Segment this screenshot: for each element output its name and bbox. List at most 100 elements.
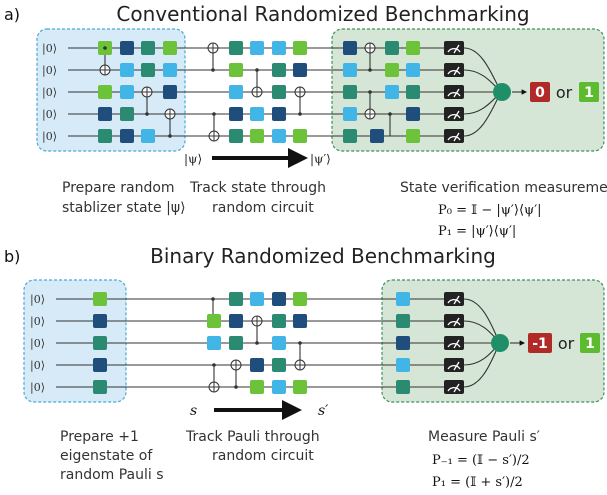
- input-ket: |0⟩: [42, 108, 57, 122]
- gate: [98, 85, 112, 99]
- gate: [250, 107, 264, 121]
- meter-icon: [444, 107, 464, 121]
- gate: [229, 41, 243, 55]
- gate: [120, 107, 134, 121]
- gate: [272, 107, 286, 121]
- input-ket: |0⟩: [30, 359, 45, 373]
- symbol-s: s: [190, 403, 197, 419]
- gate: [272, 63, 286, 77]
- caption-track-line2: random circuit: [212, 448, 314, 464]
- gate: [93, 292, 107, 306]
- gate: [385, 85, 399, 99]
- gate: [229, 107, 243, 121]
- gate: [141, 129, 155, 143]
- projector-p1: P₁ = |ψ′⟩⟨ψ′|: [438, 224, 516, 239]
- gate: [385, 41, 399, 55]
- gate: [229, 336, 243, 350]
- caption-prepare-line3: random Pauli s: [60, 467, 164, 483]
- meter-icon: [444, 358, 464, 372]
- panel-a: a) Conventional Randomized Benchmarking …: [4, 2, 607, 239]
- cnot-control: [368, 68, 372, 72]
- cnot-control: [234, 385, 238, 389]
- input-ket: |0⟩: [42, 86, 57, 100]
- meter-icon: [444, 85, 464, 99]
- outcome-minus1-label: -1: [532, 336, 548, 352]
- outcome-1-badge: [579, 82, 599, 102]
- cnot-control: [298, 341, 302, 345]
- measurement-meters: [444, 292, 464, 394]
- gate: [229, 63, 243, 77]
- gate: [272, 85, 286, 99]
- input-ket: |0⟩: [42, 42, 57, 56]
- gate: [343, 129, 357, 143]
- gate: [406, 129, 420, 143]
- gate: [396, 314, 410, 328]
- gate: [406, 107, 420, 121]
- caption-track-line2: random circuit: [212, 200, 314, 216]
- gate: [250, 41, 264, 55]
- gate: [272, 358, 286, 372]
- gate: [293, 129, 307, 143]
- cnot-control: [212, 363, 216, 367]
- input-kets: |0⟩ |0⟩ |0⟩ |0⟩ |0⟩: [42, 42, 57, 144]
- gate: [293, 380, 307, 394]
- gate: [343, 107, 357, 121]
- cnot-control: [145, 112, 149, 116]
- projector-pminus: P₋₁ = (𝕀 − s′)/2: [432, 453, 530, 468]
- gate: [272, 314, 286, 328]
- meter-icon: [444, 314, 464, 328]
- gate: [272, 380, 286, 394]
- outcome-1-label: 1: [585, 336, 595, 352]
- cnot-nodes: [99, 42, 392, 142]
- symbol-s-prime: s′: [318, 403, 329, 419]
- cnot-control: [255, 341, 259, 345]
- ket-psi: |ψ⟩: [184, 152, 202, 166]
- panel-b-title: Binary Randomized Benchmarking: [150, 244, 496, 268]
- gate-blocks: [98, 41, 420, 143]
- input-ket: |0⟩: [30, 293, 45, 307]
- outcome-1-label: 1: [584, 85, 594, 101]
- meter-icon: [444, 292, 464, 306]
- gate: [272, 129, 286, 143]
- gate: [141, 63, 155, 77]
- gate: [207, 336, 221, 350]
- aggregation-node: [493, 83, 511, 101]
- projector-p0: P₀ = 𝕀 − |ψ′⟩⟨ψ′|: [438, 203, 542, 218]
- gate: [229, 85, 243, 99]
- input-ket: |0⟩: [30, 381, 45, 395]
- panel-b-label: b): [4, 247, 20, 266]
- gate: [141, 41, 155, 55]
- outcome-or: or: [556, 83, 573, 102]
- gate: [293, 314, 307, 328]
- panel-b: b) Binary Randomized Benchmarking |0⟩ |0…: [4, 244, 605, 490]
- meter-icon: [444, 129, 464, 143]
- cnot-control: [388, 112, 392, 116]
- projector-pplus: P₁ = (𝕀 + s′)/2: [432, 475, 523, 490]
- aggregation-node: [491, 334, 509, 352]
- gate: [396, 292, 410, 306]
- outcome-0-badge: [530, 82, 550, 102]
- gate: [120, 129, 134, 143]
- gate: [343, 63, 357, 77]
- gate: [120, 63, 134, 77]
- outcome-or: or: [558, 334, 575, 353]
- cnot-control: [212, 112, 216, 116]
- cnot-control: [255, 68, 259, 72]
- gate: [93, 314, 107, 328]
- caption-prepare-line1: Prepare +1: [60, 429, 139, 445]
- gate: [406, 85, 420, 99]
- gate: [406, 41, 420, 55]
- gate: [272, 41, 286, 55]
- input-ket: |0⟩: [42, 130, 57, 144]
- gate: [163, 85, 177, 99]
- cnot-control: [103, 46, 107, 50]
- gate: [343, 41, 357, 55]
- cnot-control: [211, 297, 215, 301]
- gate: [93, 358, 107, 372]
- caption-track-line1: Track state through: [189, 180, 326, 196]
- caption-prepare-line2: stablizer state |ψ⟩: [62, 200, 186, 216]
- input-ket: |0⟩: [42, 64, 57, 78]
- gate: [229, 292, 243, 306]
- gate: [163, 41, 177, 55]
